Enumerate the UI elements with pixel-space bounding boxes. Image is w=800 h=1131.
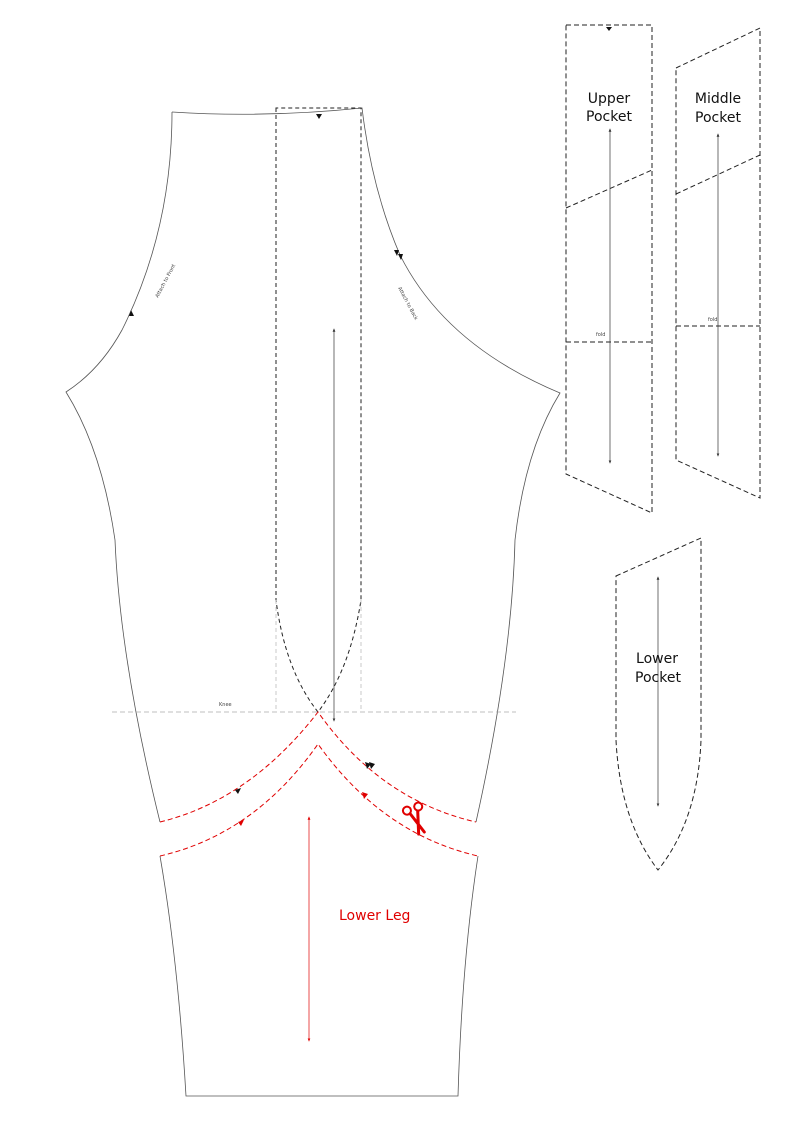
leg-upper-outline-left: [65, 111, 173, 823]
upper-pocket-label-2: Pocket: [586, 109, 632, 125]
upper-pocket-fold-label: fold: [596, 332, 605, 338]
cut-line-upper: [159, 711, 477, 823]
scissors-icon: [401, 801, 426, 836]
upper-pocket-diagonal: [565, 169, 653, 209]
middle-pocket-fold-label: fold: [708, 317, 717, 323]
lower-pocket-piece: Lower Pocket: [615, 537, 702, 871]
lower-pocket-label-1: Lower: [636, 651, 678, 667]
back-notch: [394, 250, 403, 260]
pocket-top-notch: [316, 114, 322, 119]
leg-lower-outline: [159, 855, 479, 1097]
red-notch-3: [365, 762, 375, 769]
middle-pocket-label-1: Middle: [695, 91, 741, 107]
upper-pocket-piece: fold Upper Pocket: [565, 24, 653, 514]
upper-pocket-outline: [565, 24, 653, 514]
lower-leg-label: Lower Leg: [339, 908, 410, 924]
red-notch-4: [362, 792, 368, 799]
upper-pocket-label-1: Upper: [588, 91, 631, 107]
leg-upper-outline: [171, 107, 561, 823]
lower-pocket-label-2: Pocket: [635, 670, 681, 686]
attach-back-note: Attach to Back: [396, 286, 419, 321]
middle-pocket-piece: fold Middle Pocket: [675, 27, 761, 499]
middle-pocket-outline: [675, 27, 761, 499]
lower-pocket-outline: [615, 537, 702, 871]
red-notch-1: [235, 788, 241, 794]
cut-line-lower: [159, 743, 479, 857]
leg-piece: Knee Attach to Front Attach to Back Lowe…: [65, 107, 561, 1097]
knee-label: Knee: [219, 702, 232, 708]
attach-front-note: Attach to Front: [154, 263, 177, 299]
middle-pocket-label-2: Pocket: [695, 110, 741, 126]
red-notch-2: [238, 820, 244, 826]
front-notch: [129, 310, 134, 316]
pocket-placement-outline: [275, 107, 362, 713]
upper-pocket-notch: [606, 27, 612, 31]
